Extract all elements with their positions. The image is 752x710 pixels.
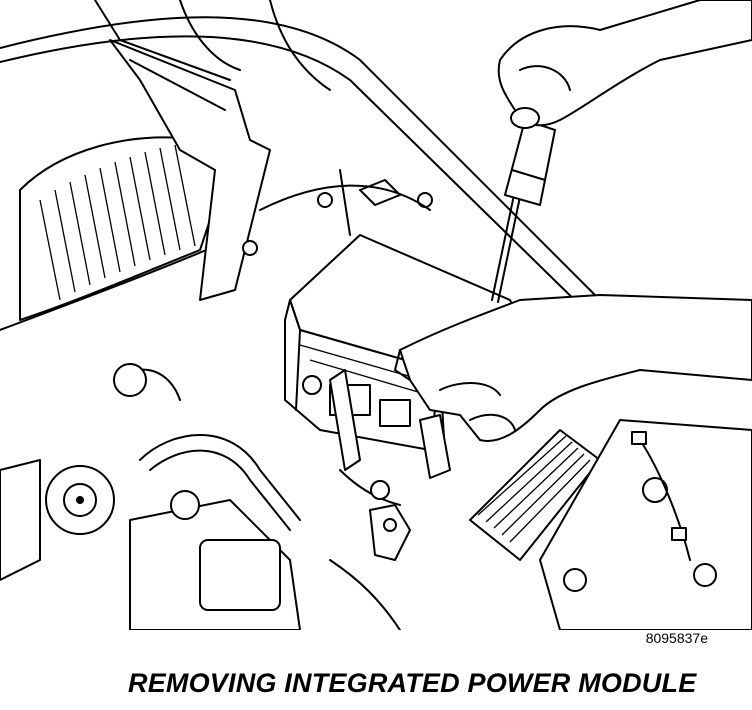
engine-lower-left (0, 363, 301, 630)
lower-hand (394, 294, 752, 442)
ribbed-heat-sink (469, 429, 601, 561)
screwdriver (491, 119, 556, 303)
wire-clip (329, 469, 411, 630)
air-cleaner-louvers (39, 144, 196, 301)
figure-code: 8095837e (645, 630, 708, 646)
right-bracket-plate (539, 419, 752, 630)
firewall-bolts (242, 169, 433, 256)
upper-hand (497, 0, 752, 129)
figure-caption: REMOVING INTEGRATED POWER MODULE (128, 668, 697, 698)
hood-edge (0, 0, 601, 316)
module-side-bracket (302, 369, 451, 500)
cowl-bracket (109, 39, 271, 301)
engine-bay-illustration (0, 0, 752, 630)
air-cleaner-housing (0, 136, 231, 331)
